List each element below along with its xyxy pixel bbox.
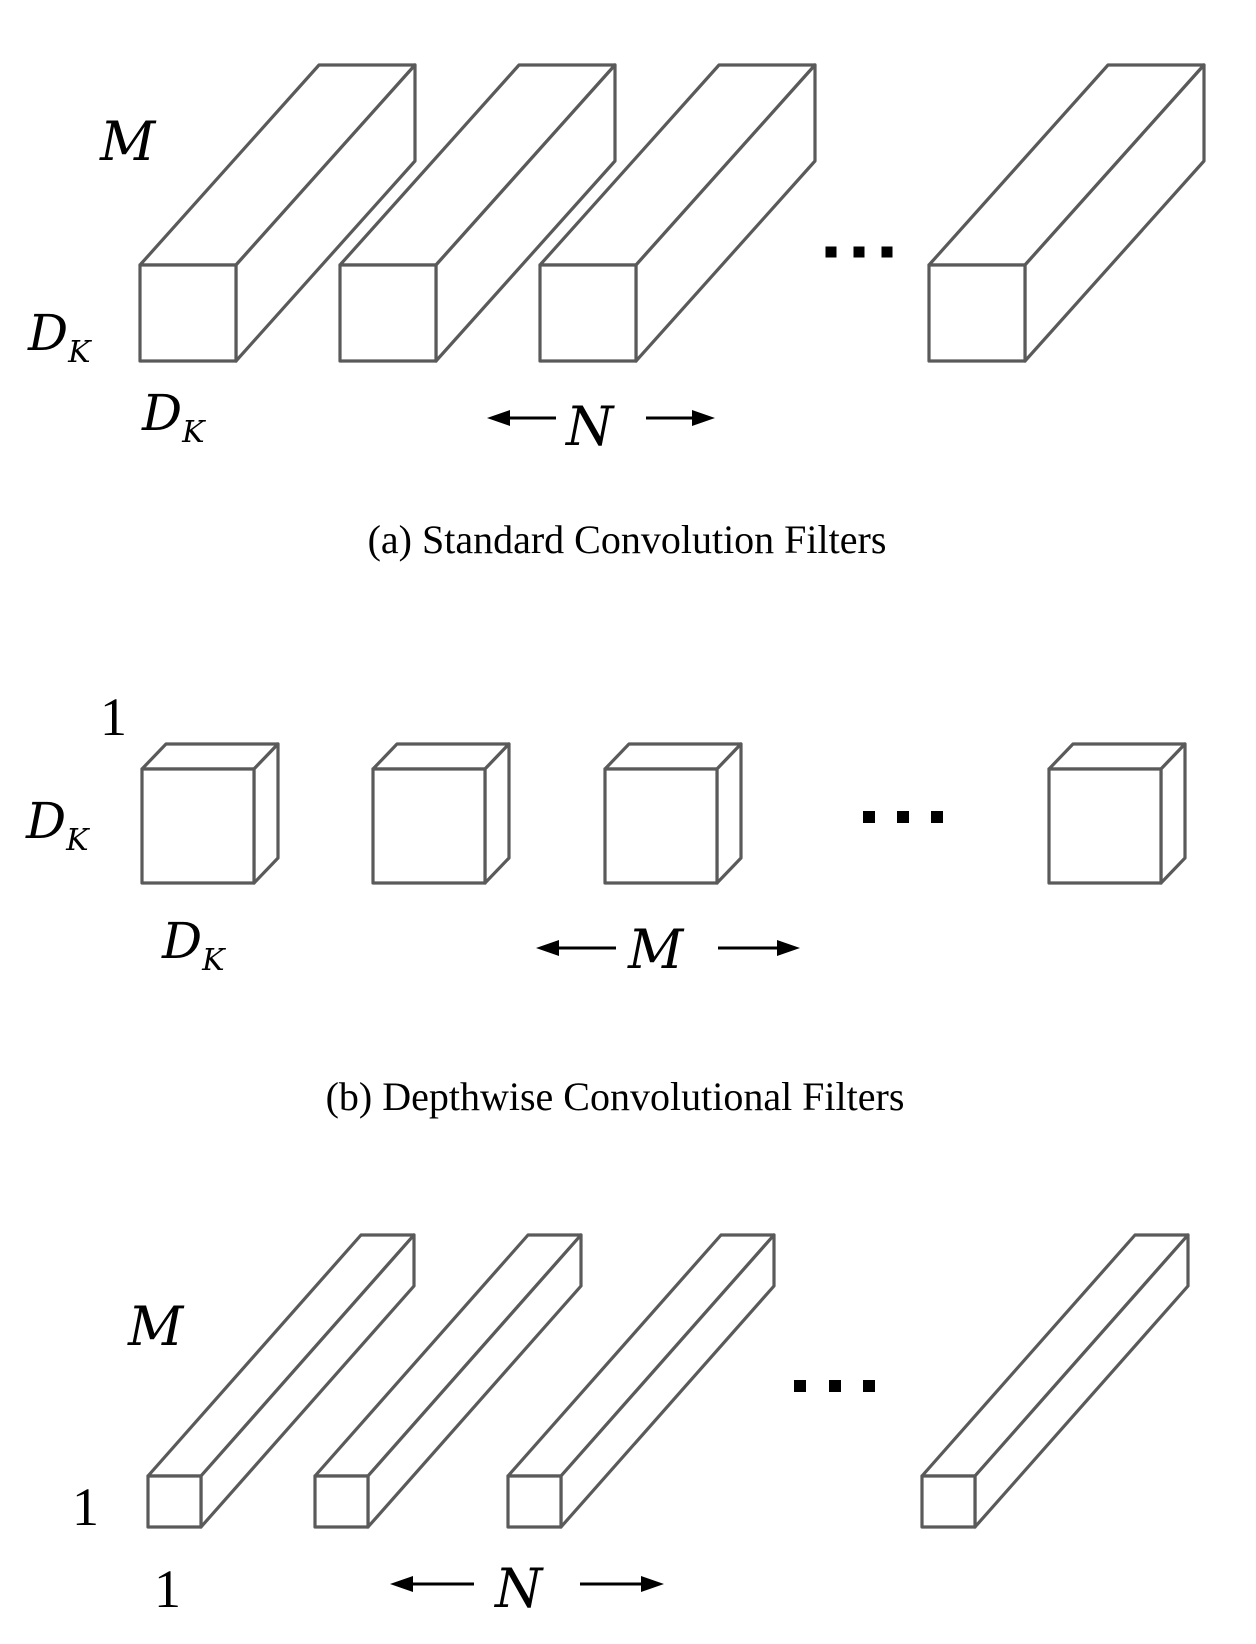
pointwise-filter-1-front-face — [146, 1474, 203, 1529]
standard-filter-2 — [338, 63, 617, 363]
width-label-a: DK — [141, 384, 206, 450]
ellipsis-b — [863, 811, 943, 823]
standard-filter-4 — [927, 63, 1206, 363]
ellipsis-b-dot — [897, 811, 909, 823]
count-arrow-b: M — [536, 918, 800, 981]
count-label-c: N — [493, 1557, 544, 1620]
depthwise-filter-3 — [603, 742, 743, 885]
height-label-a: DK — [27, 304, 92, 370]
ellipsis-a-dot — [881, 246, 893, 258]
panel-a: M DK DK N (a) Standard Convolution Filte… — [27, 63, 1206, 562]
height-label-b-main: D — [25, 792, 66, 850]
ellipsis-c — [794, 1380, 875, 1392]
standard-filter-4-front-face — [927, 263, 1027, 363]
depth-label-b: 1 — [100, 687, 127, 747]
count-label-b: M — [627, 918, 685, 981]
standard-filter-boxes — [138, 63, 1206, 363]
width-label-b-main: D — [161, 912, 202, 970]
height-label-b: DK — [25, 792, 90, 858]
pointwise-filter-1 — [146, 1233, 416, 1529]
width-label-a-sub: K — [181, 415, 206, 450]
panel-c: M 1 1 N — [72, 1233, 1190, 1620]
pointwise-filter-4 — [920, 1233, 1190, 1529]
ellipsis-b-dot — [863, 811, 875, 823]
depthwise-filter-3-side-face — [715, 742, 743, 885]
standard-filter-3-front-face — [538, 263, 638, 363]
depthwise-filter-1 — [140, 742, 280, 885]
count-arrow-a: N — [487, 395, 715, 458]
right-arrowhead-icon — [692, 410, 715, 426]
ellipsis-a — [825, 246, 893, 258]
standard-filter-3 — [538, 63, 817, 363]
pointwise-filter-3-front-face — [506, 1474, 563, 1529]
depth-label-a: M — [99, 110, 157, 173]
depthwise-filter-2 — [371, 742, 511, 885]
standard-filter-1 — [138, 63, 417, 363]
right-arrowhead-icon — [641, 1576, 664, 1592]
standard-filter-2-front-face — [338, 263, 438, 363]
pointwise-filter-2 — [313, 1233, 583, 1529]
ellipsis-a-dot — [853, 246, 865, 258]
ellipsis-a-dot — [825, 246, 837, 258]
pointwise-filter-3 — [506, 1233, 776, 1529]
left-arrowhead-icon — [487, 410, 510, 426]
height-label-a-sub: K — [67, 335, 92, 370]
depthwise-filter-1-front-face — [140, 767, 256, 885]
depthwise-filter-2-side-face — [483, 742, 511, 885]
left-arrowhead-icon — [536, 940, 559, 956]
right-arrowhead-icon — [777, 940, 800, 956]
width-label-a-main: D — [141, 384, 182, 442]
depthwise-filter-3-front-face — [603, 767, 719, 885]
ellipsis-b-dot — [931, 811, 943, 823]
height-label-c: 1 — [72, 1477, 99, 1537]
width-label-c: 1 — [154, 1559, 181, 1619]
caption-b: (b) Depthwise Convolutional Filters — [326, 1074, 905, 1119]
count-label-a: N — [564, 395, 615, 458]
depthwise-filter-boxes — [140, 742, 1187, 885]
left-arrowhead-icon — [390, 1576, 413, 1592]
panel-b: 1 DK DK M (b) Depthwise Convolutional Fi… — [25, 687, 1187, 1119]
width-label-b-sub: K — [201, 943, 226, 978]
depthwise-filter-1-side-face — [252, 742, 280, 885]
pointwise-filter-2-front-face — [313, 1474, 370, 1529]
pointwise-filter-boxes — [146, 1233, 1190, 1529]
depth-label-c: M — [127, 1295, 185, 1358]
ellipsis-c-dot — [863, 1380, 875, 1392]
standard-filter-1-front-face — [138, 263, 238, 363]
depthwise-filter-4-side-face — [1159, 742, 1187, 885]
height-label-a-main: D — [27, 304, 68, 362]
pointwise-filter-4-front-face — [920, 1474, 977, 1529]
ellipsis-c-dot — [829, 1380, 841, 1392]
height-label-b-sub: K — [65, 823, 90, 858]
depthwise-filter-4-front-face — [1047, 767, 1163, 885]
depthwise-filter-2-front-face — [371, 767, 487, 885]
count-arrow-c: N — [390, 1557, 664, 1620]
width-label-b: DK — [161, 912, 226, 978]
ellipsis-c-dot — [794, 1380, 806, 1392]
depthwise-filter-4 — [1047, 742, 1187, 885]
caption-a: (a) Standard Convolution Filters — [368, 517, 887, 562]
pointwise-filter-4-top-face — [920, 1233, 1190, 1478]
